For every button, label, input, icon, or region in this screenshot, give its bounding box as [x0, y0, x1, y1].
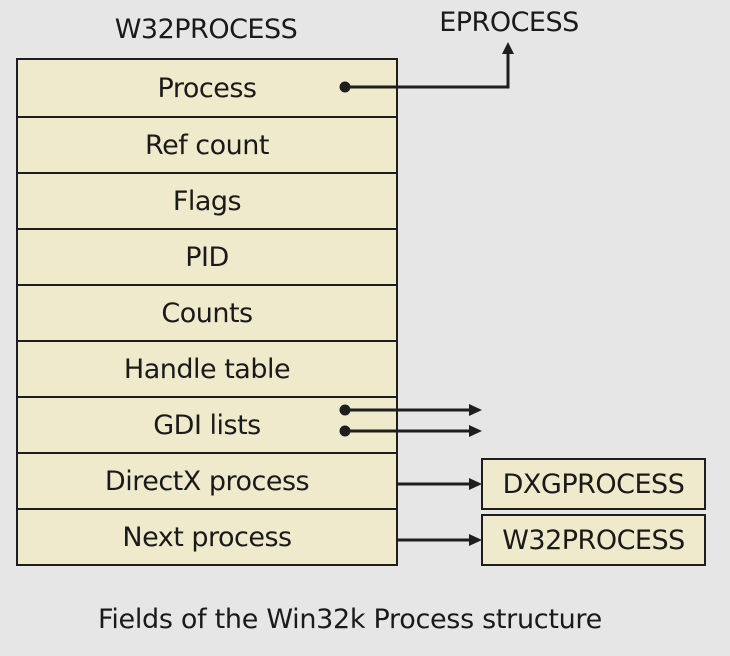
gdi-pointer-arrowhead-2: [469, 425, 482, 437]
field-process: Process: [157, 72, 257, 104]
field-gdi-lists: GDI lists: [18, 396, 396, 452]
dxgprocess-box: DXGPROCESS: [481, 458, 706, 510]
gdi-lists-pointer-1: [339, 404, 482, 416]
process-pointer-line: [345, 52, 510, 89]
eprocess-label: EPROCESS: [439, 7, 579, 38]
field-next-process: Next process: [18, 508, 396, 564]
next-process-to-w32process-arrow: [397, 534, 482, 546]
process-to-eprocess-pointer: [339, 42, 514, 93]
gdi-lists-pointer-2: [339, 425, 482, 437]
gdi-pointer-arrowhead-1: [469, 404, 482, 416]
w32process-field-table: Process Ref count Flags PID Counts Handl…: [16, 58, 398, 566]
field-pid: PID: [18, 228, 396, 284]
field-handle-table: Handle table: [18, 340, 396, 396]
next-w32process-box: W32PROCESS: [481, 514, 706, 566]
struct-title: W32PROCESS: [114, 14, 298, 45]
next-process-pointer-arrowhead: [469, 534, 482, 546]
field-directx-process: DirectX process: [18, 452, 396, 508]
field-counts: Counts: [18, 284, 396, 340]
figure-caption: Fields of the Win32k Process structure: [98, 604, 602, 635]
process-pointer-arrowhead: [502, 42, 514, 54]
field-flags: Flags: [18, 172, 396, 228]
directx-to-dxgprocess-arrow: [397, 478, 482, 490]
field-ref-count: Ref count: [18, 116, 396, 172]
directx-pointer-arrowhead: [469, 478, 482, 490]
